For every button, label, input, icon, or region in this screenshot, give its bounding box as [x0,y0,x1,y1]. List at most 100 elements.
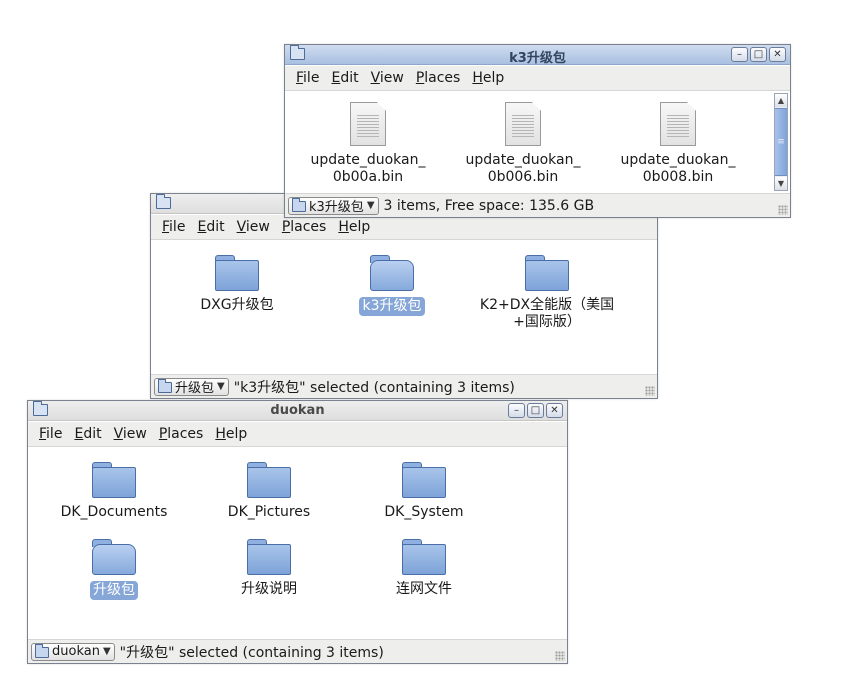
menu-edit[interactable]: Edit [197,219,225,235]
statusbar: 升级包 ▼ "k3升级包" selected (containing 3 ite… [151,374,657,398]
folder-label-selected: k3升级包 [359,297,425,316]
menu-help[interactable]: Help [338,219,371,235]
close-button[interactable]: ✕ [769,47,786,62]
folder-item[interactable]: DK_Documents [39,462,189,521]
k3-window[interactable]: k3升级包 – □ ✕ File Edit View Places Help u… [284,44,791,218]
folder-label: DK_Documents [60,504,168,520]
window-buttons: – □ ✕ [508,403,563,418]
status-text: "升级包" selected (containing 3 items) [119,644,384,661]
file-icon [660,102,696,146]
icon-view[interactable]: DK_Documents DK_Pictures DK_System 升级包 升… [30,448,565,638]
window-menu-icon[interactable] [156,194,171,209]
menu-view[interactable]: View [236,219,270,235]
minimize-button[interactable]: – [508,403,525,418]
folder-item[interactable]: DK_System [349,462,499,521]
file-icon [350,102,386,146]
window-buttons: – □ ✕ [731,47,786,62]
folder-open-icon [92,539,136,575]
folder-label: K2+DX全能版（美国 +国际版） [479,297,615,330]
menu-edit[interactable]: Edit [331,70,359,86]
menu-places[interactable]: Places [158,426,204,442]
folder-item[interactable]: DK_Pictures [194,462,344,521]
file-item[interactable]: update_duokan_ 0b008.bin [603,102,753,186]
maximize-button[interactable]: □ [750,47,767,62]
folder-icon [402,462,446,498]
icon-view[interactable]: update_duokan_ 0b00a.bin update_duokan_ … [287,92,772,192]
folder-icon [35,644,49,658]
folder-item[interactable]: 升级包 [39,539,189,600]
file-label: update_duokan_ 0b006.bin [465,152,581,185]
duokan-titlebar[interactable]: duokan – □ ✕ [28,401,567,421]
window-menu-icon[interactable] [33,401,48,416]
resize-grip[interactable] [778,205,788,215]
folder-item[interactable]: K2+DX全能版（美国 +国际版） [472,255,622,331]
menu-file[interactable]: File [39,426,63,442]
menu-help[interactable]: Help [472,70,505,86]
folder-item[interactable]: k3升级包 [317,255,467,316]
scroll-down-icon[interactable]: ▼ [775,177,787,190]
file-item[interactable]: update_duokan_ 0b00a.bin [293,102,443,186]
folder-icon [158,379,172,393]
status-text: 3 items, Free space: 135.6 GB [383,197,595,214]
folder-icon [247,539,291,575]
location-combo[interactable]: k3升级包 ▼ [288,196,379,215]
menubar: File Edit View Places Help [151,215,657,240]
folder-label-selected: 升级包 [90,581,138,600]
folder-icon [292,198,306,212]
folder-label: DK_System [384,504,464,520]
location-combo[interactable]: 升级包 ▼ [154,377,229,396]
file-label: update_duokan_ 0b00a.bin [310,152,426,185]
minimize-button[interactable]: – [731,47,748,62]
window-title: duokan [270,403,325,418]
icon-view[interactable]: DXG升级包 k3升级包 K2+DX全能版（美国 +国际版） [153,241,655,373]
scroll-up-icon[interactable]: ▲ [775,94,787,107]
folder-icon [525,255,569,291]
window-menu-icon[interactable] [290,45,305,60]
folder-icon [215,255,259,291]
menu-edit[interactable]: Edit [74,426,102,442]
folder-label: DK_Pictures [227,504,311,520]
resize-grip[interactable] [555,651,565,661]
vertical-scrollbar[interactable]: ▲ ≡ ▼ [774,93,788,191]
chevron-down-icon: ▼ [217,381,225,392]
folder-icon [247,462,291,498]
location-label: k3升级包 [309,200,364,215]
resize-grip[interactable] [645,386,655,396]
window-title: k3升级包 [509,51,566,66]
chevron-down-icon: ▼ [366,200,375,211]
folder-icon [402,539,446,575]
folder-icon [92,462,136,498]
close-button[interactable]: ✕ [546,403,563,418]
status-text: "k3升级包" selected (containing 3 items) [233,379,515,396]
scroll-thumb[interactable]: ≡ [775,108,787,176]
folder-label: 连网文件 [396,581,452,597]
folder-item[interactable]: 升级说明 [194,539,344,598]
folder-label: 升级说明 [241,581,297,597]
menu-file[interactable]: File [296,70,320,86]
file-label: update_duokan_ 0b008.bin [620,152,736,185]
upgrade-window[interactable]: File Edit View Places Help DXG升级包 k3升级包 … [150,193,658,399]
menu-view[interactable]: View [113,426,147,442]
menu-view[interactable]: View [370,70,404,86]
chevron-down-icon: ▼ [102,646,111,657]
k3-titlebar[interactable]: k3升级包 – □ ✕ [285,45,790,66]
menubar: File Edit View Places Help [28,422,567,447]
folder-item[interactable]: DXG升级包 [162,255,312,314]
file-item[interactable]: update_duokan_ 0b006.bin [448,102,598,186]
location-label: 升级包 [175,381,215,396]
menu-places[interactable]: Places [415,70,461,86]
duokan-window[interactable]: duokan – □ ✕ File Edit View Places Help … [27,400,568,664]
folder-open-icon [370,255,414,291]
menu-places[interactable]: Places [281,219,327,235]
statusbar: k3升级包 ▼ 3 items, Free space: 135.6 GB [285,193,790,217]
menu-help[interactable]: Help [215,426,248,442]
folder-label: DXG升级包 [200,297,274,313]
file-icon [505,102,541,146]
statusbar: duokan ▼ "升级包" selected (containing 3 it… [28,639,567,663]
location-combo[interactable]: duokan ▼ [31,642,115,661]
maximize-button[interactable]: □ [527,403,544,418]
folder-item[interactable]: 连网文件 [349,539,499,598]
location-label: duokan [52,644,100,659]
menu-file[interactable]: File [162,219,186,235]
menubar: File Edit View Places Help [285,66,790,91]
